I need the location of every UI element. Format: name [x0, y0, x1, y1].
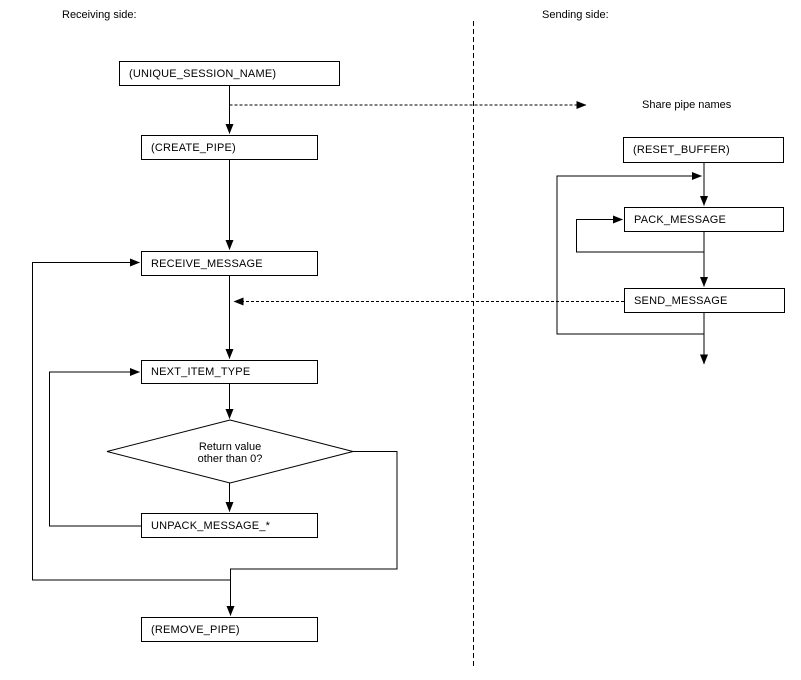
flow-node-receive-message: RECEIVE_MESSAGE: [141, 251, 318, 276]
flow-node-unique-session-name: (UNIQUE_SESSION_NAME): [119, 61, 340, 86]
arrow-loop-to-receive: [32, 258, 231, 581]
arrow-pack-self-loop: [576, 215, 704, 253]
arrow-unpack-to-next: [49, 368, 141, 527]
arrow-decision-to-remove: [226, 451, 398, 616]
flow-node-send-message: SEND_MESSAGE: [624, 288, 785, 313]
share-pipe-names-label: Share pipe names: [642, 99, 732, 111]
flow-node-pack-message: PACK_MESSAGE: [624, 207, 784, 232]
decision-label-line1: Return value: [198, 441, 262, 453]
flow-node-next-item-type: NEXT_ITEM_TYPE: [141, 360, 318, 384]
decision-diamond: [106, 419, 354, 484]
flow-node-create-pipe: (CREATE_PIPE): [141, 135, 318, 160]
flow-node-reset-buffer: (RESET_BUFFER): [623, 137, 784, 163]
decision-label: Return value other than 0?: [160, 441, 300, 465]
flow-node-unpack-message: UNPACK_MESSAGE_*: [141, 513, 318, 538]
flow-node-remove-pipe: (REMOVE_PIPE): [141, 617, 318, 642]
decision-label-line2: other than 0?: [197, 453, 263, 465]
arrow-send-loop-to-pack: [556, 172, 704, 335]
sending-side-label: Sending side:: [542, 9, 609, 21]
receiving-side-label: Receiving side:: [62, 9, 137, 21]
